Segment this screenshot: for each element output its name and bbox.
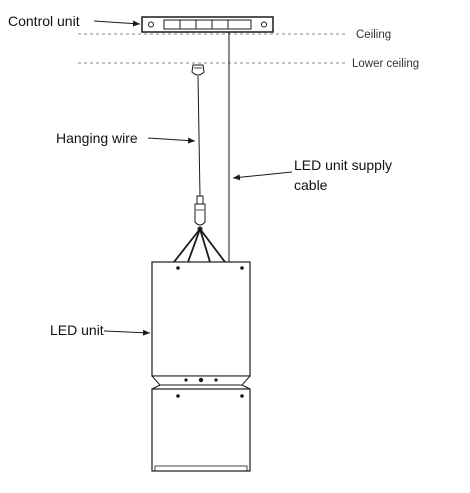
control-unit-arrow (93, 20, 141, 27)
ceiling-anchor (191, 64, 205, 76)
ceiling-label: Ceiling (356, 29, 391, 41)
supply-cable-arrow (232, 171, 293, 181)
supply-cable-label-line2: cable (294, 177, 328, 193)
led-unit-label: LED unit (50, 322, 104, 338)
hanging-wire-label: Hanging wire (56, 130, 138, 146)
control-unit (141, 16, 274, 33)
unit-connector (151, 375, 251, 390)
hanging-wire-arrow (147, 137, 196, 144)
led-unit-arrow (103, 329, 151, 336)
suspension-cables (173, 228, 226, 263)
supply-cable-label-line1: LED unit supply (294, 157, 392, 173)
control-unit-label: Control unit (8, 13, 80, 29)
led-unit-upper (151, 261, 251, 377)
lower-ceiling-label: Lower ceiling (352, 58, 419, 70)
wire-gripper (194, 195, 206, 232)
led-unit-lower (151, 388, 251, 472)
hanging-wire (197, 75, 201, 198)
